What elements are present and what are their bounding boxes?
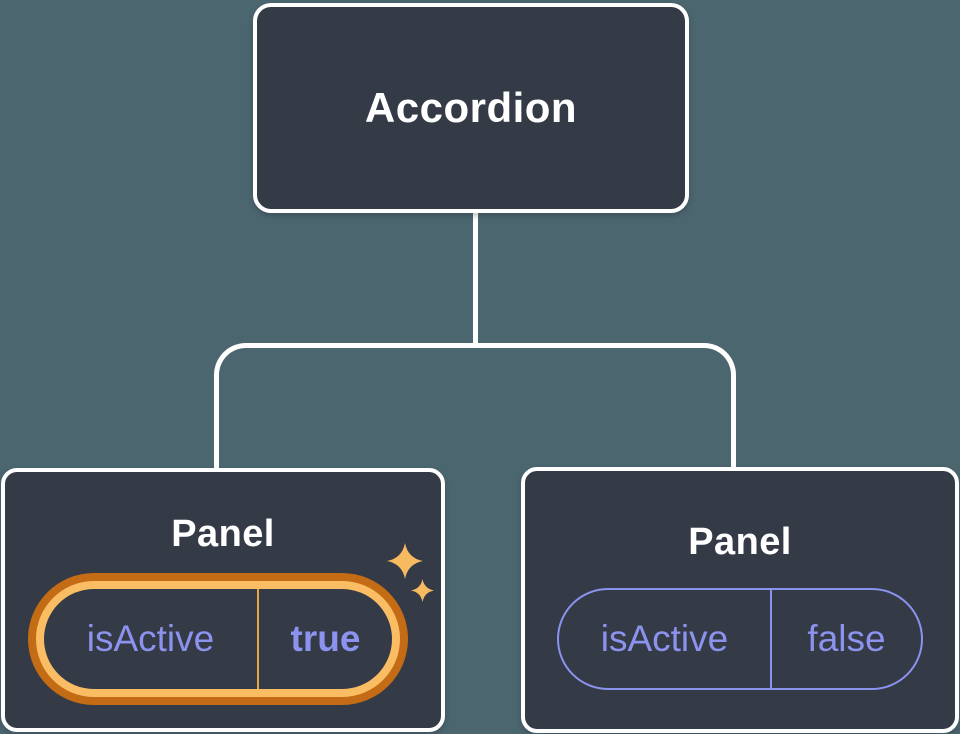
connector-branch [214,343,736,470]
state-value-cell: false [770,590,921,688]
state-value-label: true [290,618,361,659]
state-key-cell: isActive [559,590,770,688]
state-key-cell: isActive [44,589,257,689]
sparkle-icon-large [387,543,423,579]
connector-stem [473,210,478,347]
panel-node-active: Panel isActive true [1,468,445,732]
state-pill-body: isActive true [44,589,392,689]
state-pill-inactive: isActive false [557,588,923,690]
panel-node-label: Panel [688,521,792,563]
panel-node-label: Panel [171,513,275,555]
sparkle-icon-small [411,579,434,602]
panel-node-inactive: Panel isActive false [521,467,959,733]
state-pill-glow-ring: isActive true [36,581,400,697]
state-value-cell: true [257,589,392,689]
state-value-label: false [807,618,886,659]
state-pill-active: isActive true [28,573,408,705]
accordion-node-label: Accordion [364,84,578,131]
accordion-node: Accordion [253,3,689,213]
state-key-label: isActive [600,618,729,659]
state-key-label: isActive [86,618,215,659]
